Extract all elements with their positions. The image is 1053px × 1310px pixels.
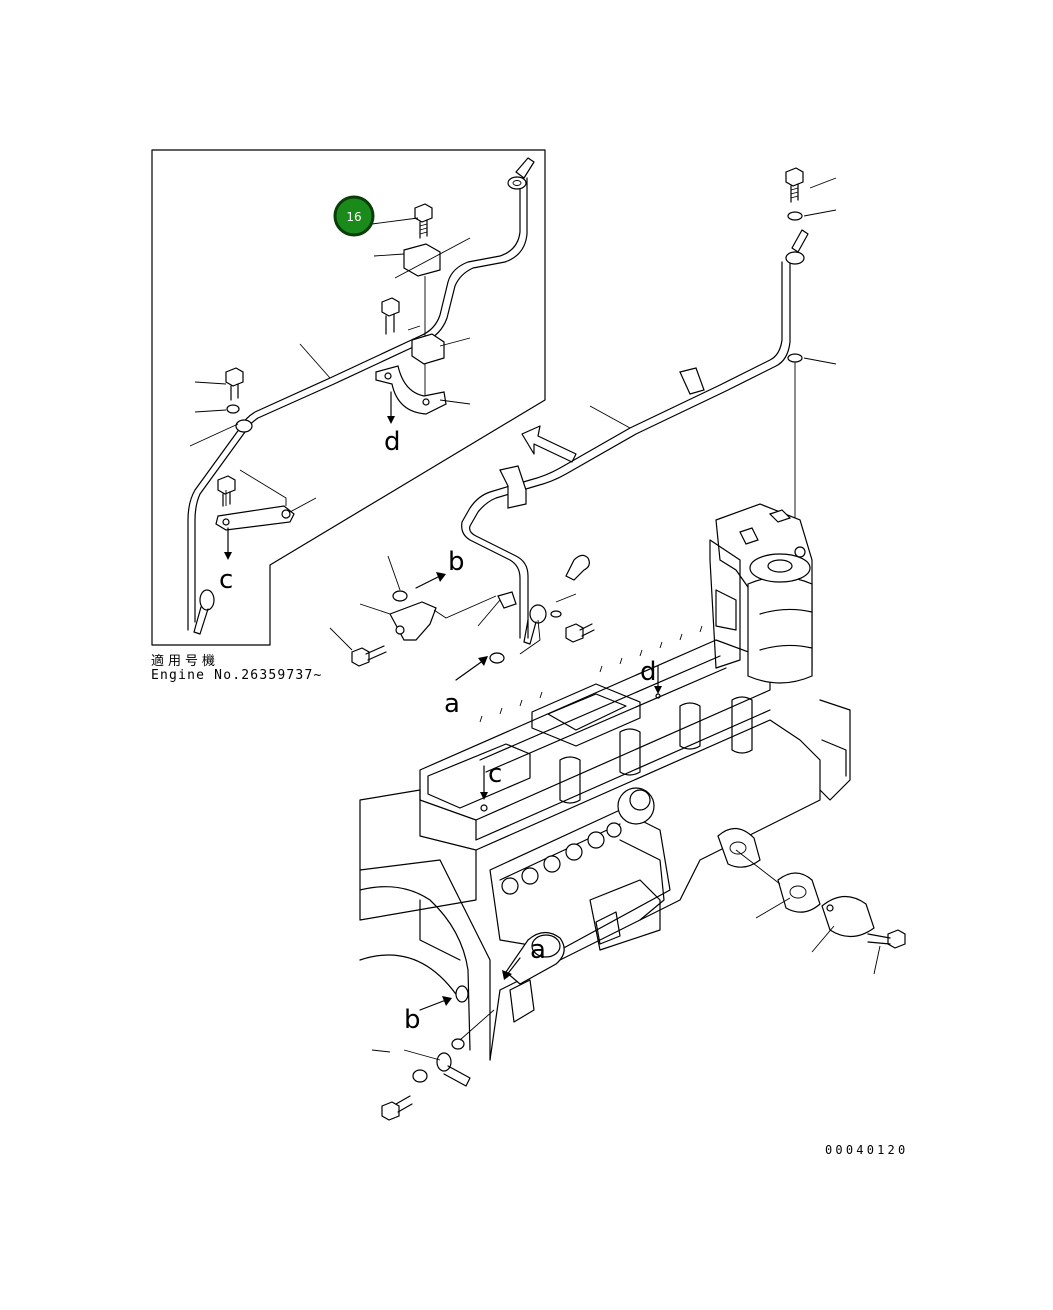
main-letter-d: d [640,657,657,687]
main-letter-c: c [488,759,502,789]
injection-pump [489,787,671,951]
callout-badge: 16 [333,195,375,237]
fuel-filter [709,503,813,684]
engine-number-label: Engine No.26359737~ [151,668,323,683]
inset-letter-d: d [384,427,401,457]
inset-pipe-fitting [235,419,253,433]
elbow-fitting [505,931,565,1023]
inset-bolt-lower [217,475,236,507]
inset-pipe [187,177,521,631]
main-letter-b-top: b [448,547,465,577]
main-letter-b-bottom: b [404,1005,421,1035]
gasket-cover [717,827,906,975]
inset-bottom-eye-fitting [193,589,215,635]
main-pipe [461,261,791,639]
inset-bolt-left [225,367,244,401]
callout-number: 16 [346,210,361,224]
main-top-washer [787,211,803,221]
inset-bolt-middle [381,297,400,335]
lower-left-parts: b [371,985,495,1121]
inset-bolt-top [414,203,433,239]
drawing-code: 00040120 [825,1143,909,1157]
main-top-bolt [785,167,804,203]
inset-bracket-plate [215,505,295,531]
main-letter-a-top: a [444,689,460,719]
inset-letter-c: c [219,565,233,595]
flow-arrow [521,425,577,463]
main-lower-washer [787,353,803,363]
inset-detail-panel: d c [151,149,546,646]
inset-washer [226,404,240,414]
main-letter-a-bottom: a [530,935,546,965]
applicable-models-label: 適用号機 [151,654,220,669]
inset-clamp-assembly [375,237,471,415]
inset-top-eye-fitting [507,157,535,190]
main-lower-eye-fitting [489,554,595,664]
bracket-cluster: b [329,547,517,667]
engine-block [359,625,851,1061]
main-top-eye-fitting [785,229,809,265]
